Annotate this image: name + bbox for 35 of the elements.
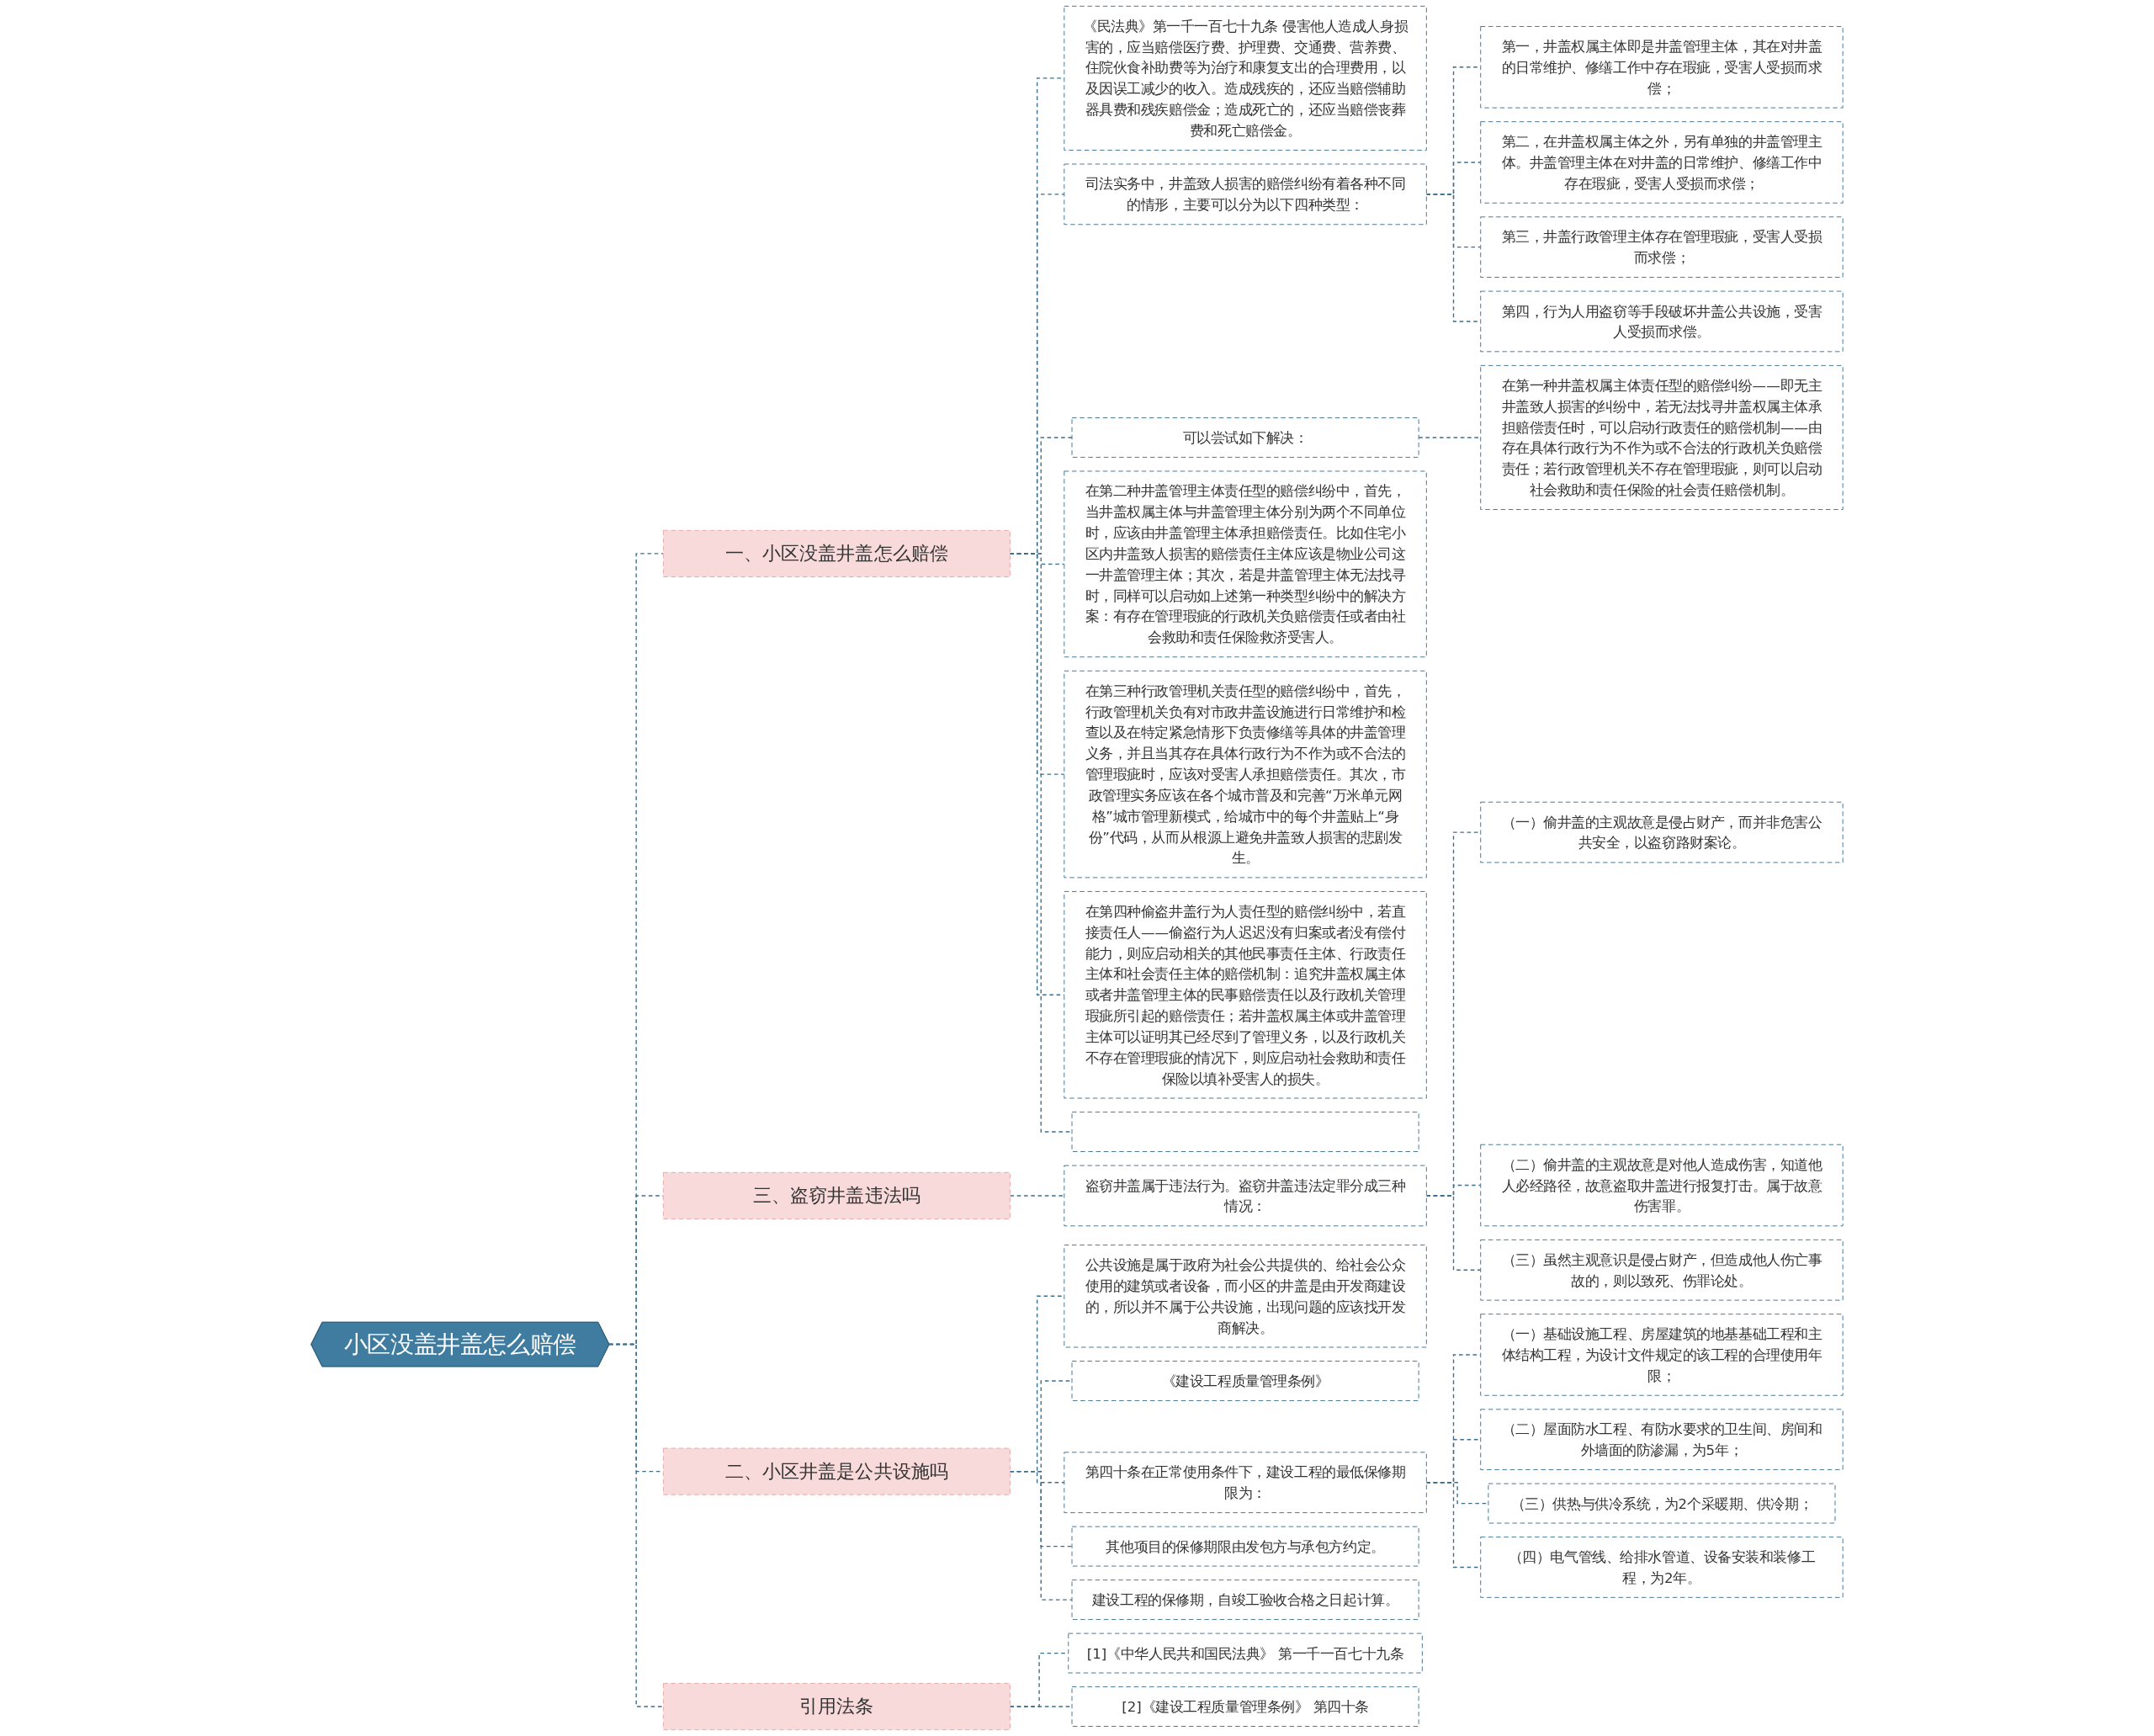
node-box: 建设工程的保修期，自竣工验收合格之日起计算。 (1071, 1579, 1419, 1620)
node-box: 一、小区没盖井盖怎么赔偿 (662, 529, 1011, 577)
node-box: 其他项目的保修期限由发包方与承包方约定。 (1071, 1526, 1419, 1567)
node-box (1071, 1112, 1419, 1152)
connector (1425, 1195, 1482, 1271)
node-box: （一）偷井盖的主观故意是侵占财产，而并非危害公共安全，以盗窃路财案论。 (1480, 801, 1844, 863)
node-box: [2]《建设工程质量管理条例》 第四十条 (1071, 1686, 1419, 1727)
node-box: 可以尝试如下解决： (1071, 417, 1419, 458)
node-box: 在第一种井盖权属主体责任型的赔偿纠纷——即无主井盖致人损害的纠纷中，若无法找寻井盖权属主体承担赔偿责任时，可以启动行政责任的赔偿机制——由存在具体行政行为不作为或不合法的行政机关负赔偿责任；若行政管理机关不存在管理瑕疵，则可以启动社会救助和责任保险的社会责任赔偿机制。 (1480, 364, 1844, 510)
node-box: 第二，在井盖权属主体之外，另有单独的井盖管理主体。井盖管理主体在对井盖的日常维护、修缮工作中存在瑕疵，受害人受损而求偿； (1480, 121, 1844, 204)
node-box: 《建设工程质量管理条例》 (1071, 1361, 1419, 1401)
node-box: （三）虽然主观意识是侵占财产，但造成他人伤亡事故的，则以致死、伤罪论处。 (1480, 1239, 1844, 1301)
node-box: [1]《中华人民共和国民法典》 第一千一百七十九条 (1068, 1632, 1423, 1674)
node-box: 公共设施是属于政府为社会公共提供的、给社会公众使用的建筑或者设备，而小区的井盖是由开发商建设的，所以并不属于公共设施，出现问题的应该找开发商解决。 (1064, 1245, 1427, 1348)
node-box: （一）基础设施工程、房屋建筑的地基基础工程和主体结构工程，为设计文件规定的该工程的合理使用年限； (1480, 1314, 1844, 1396)
node-box: （四）电气管线、给排水管道、设备安装和装修工程，为2年。 (1480, 1537, 1844, 1598)
node-box: （二）偷井盖的主观故意是对他人造成伤害，知道他人必经路径，故意盗取井盖进行报复打击。属于故意伤害罪。 (1480, 1144, 1844, 1227)
node-box: 第三，井盖行政管理主体存在管理瑕疵，受害人受损而求偿； (1480, 216, 1844, 278)
node-box: 司法实务中，井盖致人损害的赔偿纠纷有着各种不同的情形，主要可以分为以下四种类型： (1064, 163, 1427, 226)
node-box: 在第三种行政管理机关责任型的赔偿纠纷中，首先，行政管理机关负有对市政井盖设施进行日常维护和检查以及在特定紧急情形下负责修缮等具体的井盖管理义务，并且当其存在具体行政行为不作为或不合法的管理瑕疵时，应该对受害人承担赔偿责任。其次，市政管理实务应该在各个城市普及和完善“万米单元网格”城市管理新模式，给城市中的每个井盖贴上“身份”代码，从而从根源上避免井盖致人损害的悲剧发生。 (1064, 670, 1427, 879)
node-box: （二）屋面防水工程、有防水要求的卫生间、房间和外墙面的防渗漏，为5年； (1480, 1409, 1844, 1471)
node-box: （三）供热与供冷系统，为2个采暖期、供冷期； (1488, 1483, 1836, 1524)
node-box: 《民法典》第一千一百七十九条 侵害他人造成人身损害的，应当赔偿医疗费、护理费、交通费、营养费、住院伙食补助费等为治疗和康复支出的合理费用，以及因误工减少的收入。造成残疾的，还应当赔偿辅助器具费和残疾赔偿金；造成死亡的，还应当赔偿丧葬费和死亡赔偿金。 (1064, 5, 1427, 151)
node-box: 在第四种偷盗井盖行为人责任型的赔偿纠纷中，若直接责任人——偷盗行为人迟迟没有归案或者没有偿付能力，则应启动相关的其他民事责任主体、行政责任主体和社会责任主体的赔偿机制：追究井盖权属主体或者井盖管理主体的民事赔偿责任以及行政机关管理瑕疵所引起的赔偿责任；若井盖权属主体或井盖管理主体可以证明其已经尽到了管理义务，以及行政机关不存在管理瑕疵的情况下，则应启动社会救助和责任保险以填补受害人的损失。 (1064, 891, 1427, 1099)
node-box: 第一，井盖权属主体即是井盖管理主体，其在对井盖的日常维护、修缮工作中存在瑕疵，受害人受损而求偿； (1480, 26, 1844, 109)
node-box: 第四，行为人用盗窃等手段破坏井盖公共设施，受害人受损而求偿。 (1480, 290, 1844, 353)
node-box: 引用法条 (662, 1683, 1011, 1731)
node-box: 二、小区井盖是公共设施吗 (662, 1447, 1011, 1495)
connector (1009, 1195, 1065, 1197)
node-box: 三、盗窃井盖违法吗 (662, 1171, 1011, 1219)
node-box: 在第二种井盖管理主体责任型的赔偿纠纷中，首先，当井盖权属主体与井盖管理主体分别为两个不同单位时，应该由井盖管理主体承担赔偿责任。比如住宅小区内井盖致人损害的赔偿责任主体应该是物业公司这一井盖管理主体；其次，若是井盖管理主体无法找寻时，同样可以启动如上述第一种类型纠纷中的解决方案：有存在管理瑕疵的行政机关负赔偿责任或者由社会救助和责任保险救济受害人。 (1064, 470, 1427, 658)
node-box: 第四十条在正常使用条件下，建设工程的最低保修期限为： (1064, 1452, 1427, 1514)
connector (1009, 1470, 1073, 1601)
connector (1425, 194, 1482, 322)
node-box: 盗窃井盖属于违法行为。盗窃井盖违法定罪分成三种情况： (1064, 1165, 1427, 1227)
